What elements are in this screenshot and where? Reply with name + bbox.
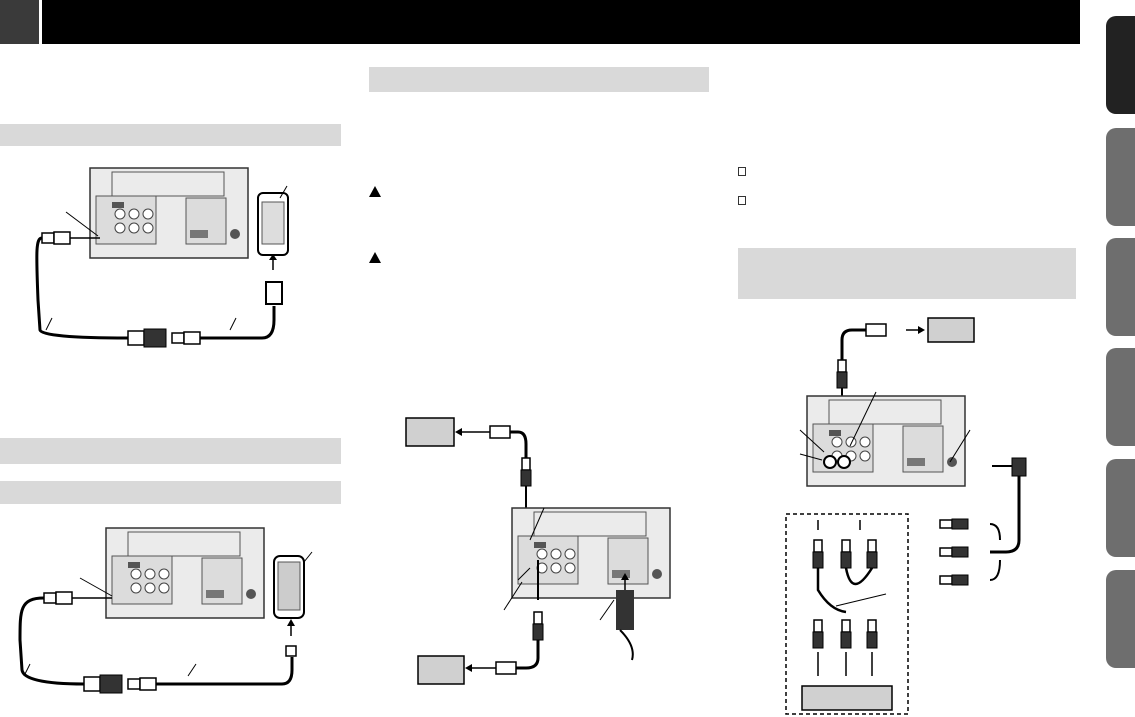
side-tab-4[interactable]	[1106, 348, 1135, 446]
page-number-tab	[0, 0, 42, 44]
section-band-iphone	[0, 124, 341, 146]
subsection-band-android	[0, 481, 341, 504]
section-band-smartphone	[0, 438, 341, 464]
side-tab-2[interactable]	[1106, 128, 1135, 226]
iphone-diagram	[35, 167, 289, 348]
smartphone-diagram	[18, 527, 313, 694]
section-band-camera	[369, 67, 709, 92]
header-bar	[0, 0, 1080, 44]
side-tab-6[interactable]	[1106, 570, 1135, 668]
note-icon	[738, 196, 746, 205]
rca-plug-icon	[520, 457, 532, 487]
side-tab-5[interactable]	[1106, 459, 1135, 557]
section-band-external-video	[738, 248, 1076, 299]
warning-icon	[369, 186, 381, 197]
camera-diagram	[405, 417, 671, 685]
side-tab-3[interactable]	[1106, 238, 1135, 336]
warning-icon	[369, 252, 381, 263]
side-tab-1[interactable]	[1106, 16, 1135, 114]
external-video-diagram	[785, 317, 1027, 715]
note-icon	[738, 167, 746, 176]
usb-plug-icon	[41, 231, 71, 245]
